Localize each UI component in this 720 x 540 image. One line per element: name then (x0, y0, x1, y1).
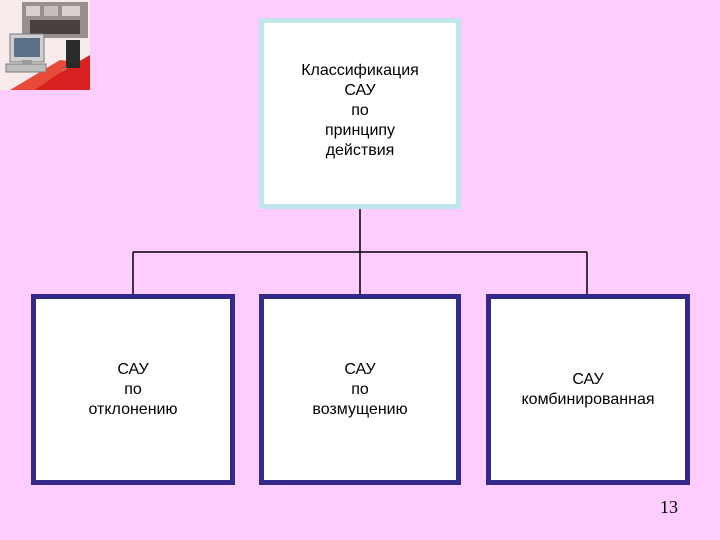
page-number: 13 (660, 497, 678, 517)
logo-image (0, 0, 90, 90)
root-line: принципу (324, 122, 396, 139)
child-line: возмущению (312, 400, 408, 418)
child-line: САУ (117, 360, 149, 378)
child-line: комбинированная (521, 390, 655, 408)
child-line: САУ (572, 370, 604, 388)
child-node-disturbance: САУ по возмущению (259, 294, 461, 485)
root-line: Классификация (301, 62, 419, 79)
child-line: САУ (344, 360, 376, 378)
child-node-deviation: САУ по отклонению (31, 294, 235, 485)
child-node-combined: САУ комбинированная (486, 294, 690, 485)
child-node-text: САУ по отклонению (89, 360, 178, 420)
child-line: по (124, 380, 142, 398)
child-line: по (351, 380, 369, 398)
root-line: САУ (344, 82, 376, 99)
child-node-text: САУ комбинированная (521, 370, 654, 410)
child-node-text: САУ по возмущению (312, 360, 407, 420)
root-line: по (351, 102, 369, 119)
root-line: действия (325, 142, 395, 159)
root-node-text: Классификация САУ по принципу действия (301, 61, 419, 161)
root-node: Классификация САУ по принципу действия (259, 18, 461, 209)
child-line: отклонению (88, 400, 178, 418)
